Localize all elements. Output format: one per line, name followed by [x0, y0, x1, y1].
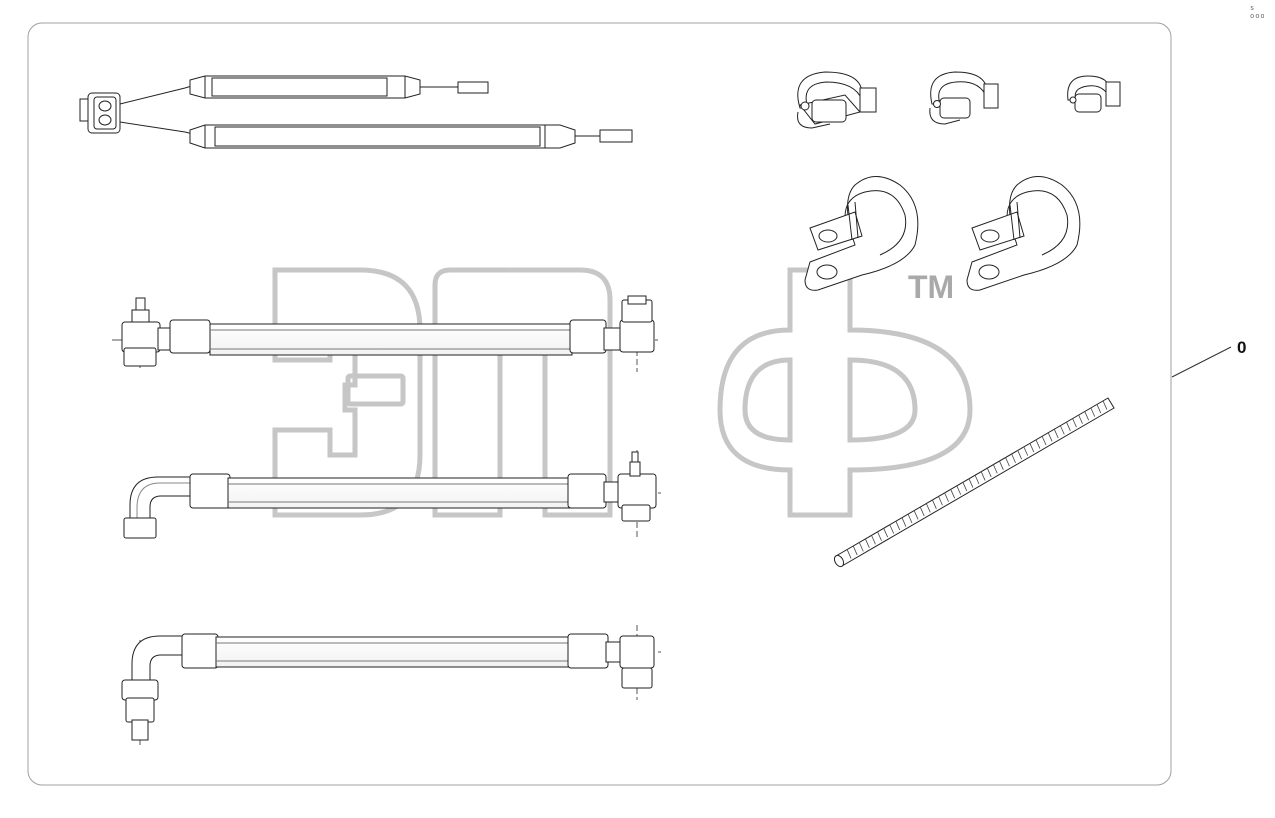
sleeve-spiral-turn — [913, 510, 919, 520]
hose-clamp-small — [1067, 75, 1121, 113]
sleeve-spiral-turn — [1023, 446, 1029, 456]
sleeve-spiral-turn — [1053, 428, 1059, 439]
sleeve-spiral-turn — [925, 503, 931, 513]
sleeve-spiral-turn — [1035, 439, 1041, 449]
sleeve-spiral-turn — [956, 485, 962, 495]
sleeve-spiral-turn — [907, 513, 913, 524]
sleeve-spiral-turn — [1090, 407, 1096, 417]
sleeve-spiral-turn — [871, 535, 876, 545]
sleeve-spiral-turn — [992, 464, 998, 474]
p-clamp-left — [804, 176, 919, 291]
sleeve-spiral-turn — [1059, 425, 1065, 435]
sleeve-spiral-turn — [1102, 400, 1108, 410]
sleeve-spiral-turn — [931, 499, 937, 509]
sleeve-spiral-turn — [901, 517, 907, 527]
sleeve-spiral-turn — [986, 467, 992, 478]
sleeve-spiral-turn — [846, 549, 852, 559]
sleeve-spiral-turn — [1047, 432, 1053, 442]
protective-spiral-sleeve — [833, 397, 1115, 568]
hose-clamp-large — [797, 71, 877, 129]
corner-code: s ooo — [1250, 4, 1266, 20]
sleeve-spiral-turn — [1065, 421, 1071, 431]
sleeve-spiral-turn — [950, 489, 956, 499]
sleeve-spiral-turn — [877, 531, 882, 541]
sleeve-spiral-turn — [962, 481, 968, 492]
sleeve-spiral-turn — [895, 520, 901, 531]
sleeve-spiral-turn — [1005, 457, 1010, 467]
sleeve-spiral-turn — [889, 524, 895, 534]
sleeve-spiral-turn — [938, 496, 943, 506]
sleeve-spiral-turn — [1011, 453, 1016, 463]
sleeve-spiral-turn — [919, 506, 925, 517]
wiring-harness — [79, 75, 633, 149]
sleeve-spiral-turn — [1096, 403, 1102, 414]
sleeve-spiral-turn — [974, 474, 980, 485]
p-clamp-right — [966, 176, 1081, 291]
sleeve-spiral-turn — [1029, 442, 1035, 453]
callout-label: 0 — [1237, 338, 1247, 357]
sleeve-spiral-turn — [968, 478, 974, 488]
hose-line-elbow-long — [121, 625, 665, 745]
diagram-frame — [27, 22, 1172, 786]
sleeve-spiral-turn — [1017, 450, 1023, 460]
sleeve-spiral-turn — [1084, 411, 1090, 421]
sleeve-spiral-turn — [944, 492, 949, 502]
hose-clamp-medium — [929, 71, 999, 125]
sleeve-spiral-turn — [852, 545, 858, 556]
sleeve-spiral-turn — [1072, 418, 1077, 428]
sleeve-spiral-turn — [998, 460, 1004, 470]
hose-line-elbow — [123, 450, 665, 540]
sleeve-spiral-turn — [883, 528, 889, 538]
sleeve-spiral-turn — [864, 538, 870, 548]
sleeve-spiral-turn — [1041, 435, 1047, 446]
sleeve-spiral-turn — [980, 471, 986, 481]
callout-leader — [1171, 346, 1232, 378]
sleeve-spiral-turn — [1078, 414, 1083, 424]
watermark-trademark: TM — [908, 269, 954, 305]
sleeve-spiral-turn — [858, 542, 864, 552]
hose-line-straight — [112, 295, 660, 372]
